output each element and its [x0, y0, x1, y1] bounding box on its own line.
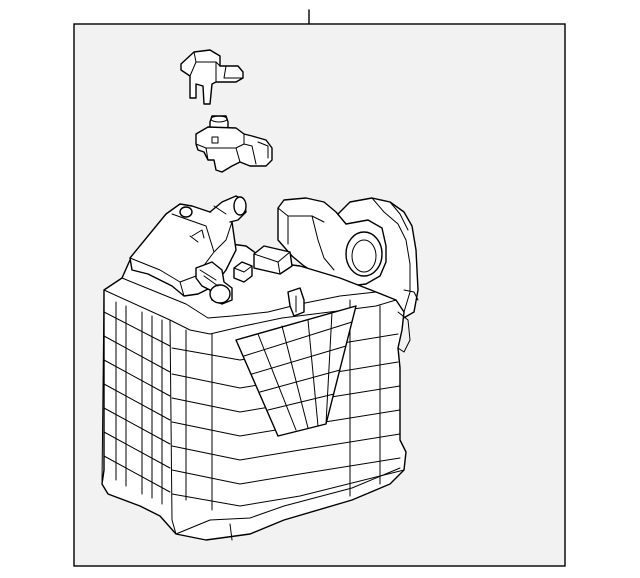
purge-valve-icon — [195, 115, 273, 173]
canister-ribs — [103, 301, 171, 505]
bracket-clip-icon — [180, 49, 244, 105]
charcoal-canister-icon — [101, 195, 419, 541]
canister-mesh-grid — [235, 305, 357, 437]
